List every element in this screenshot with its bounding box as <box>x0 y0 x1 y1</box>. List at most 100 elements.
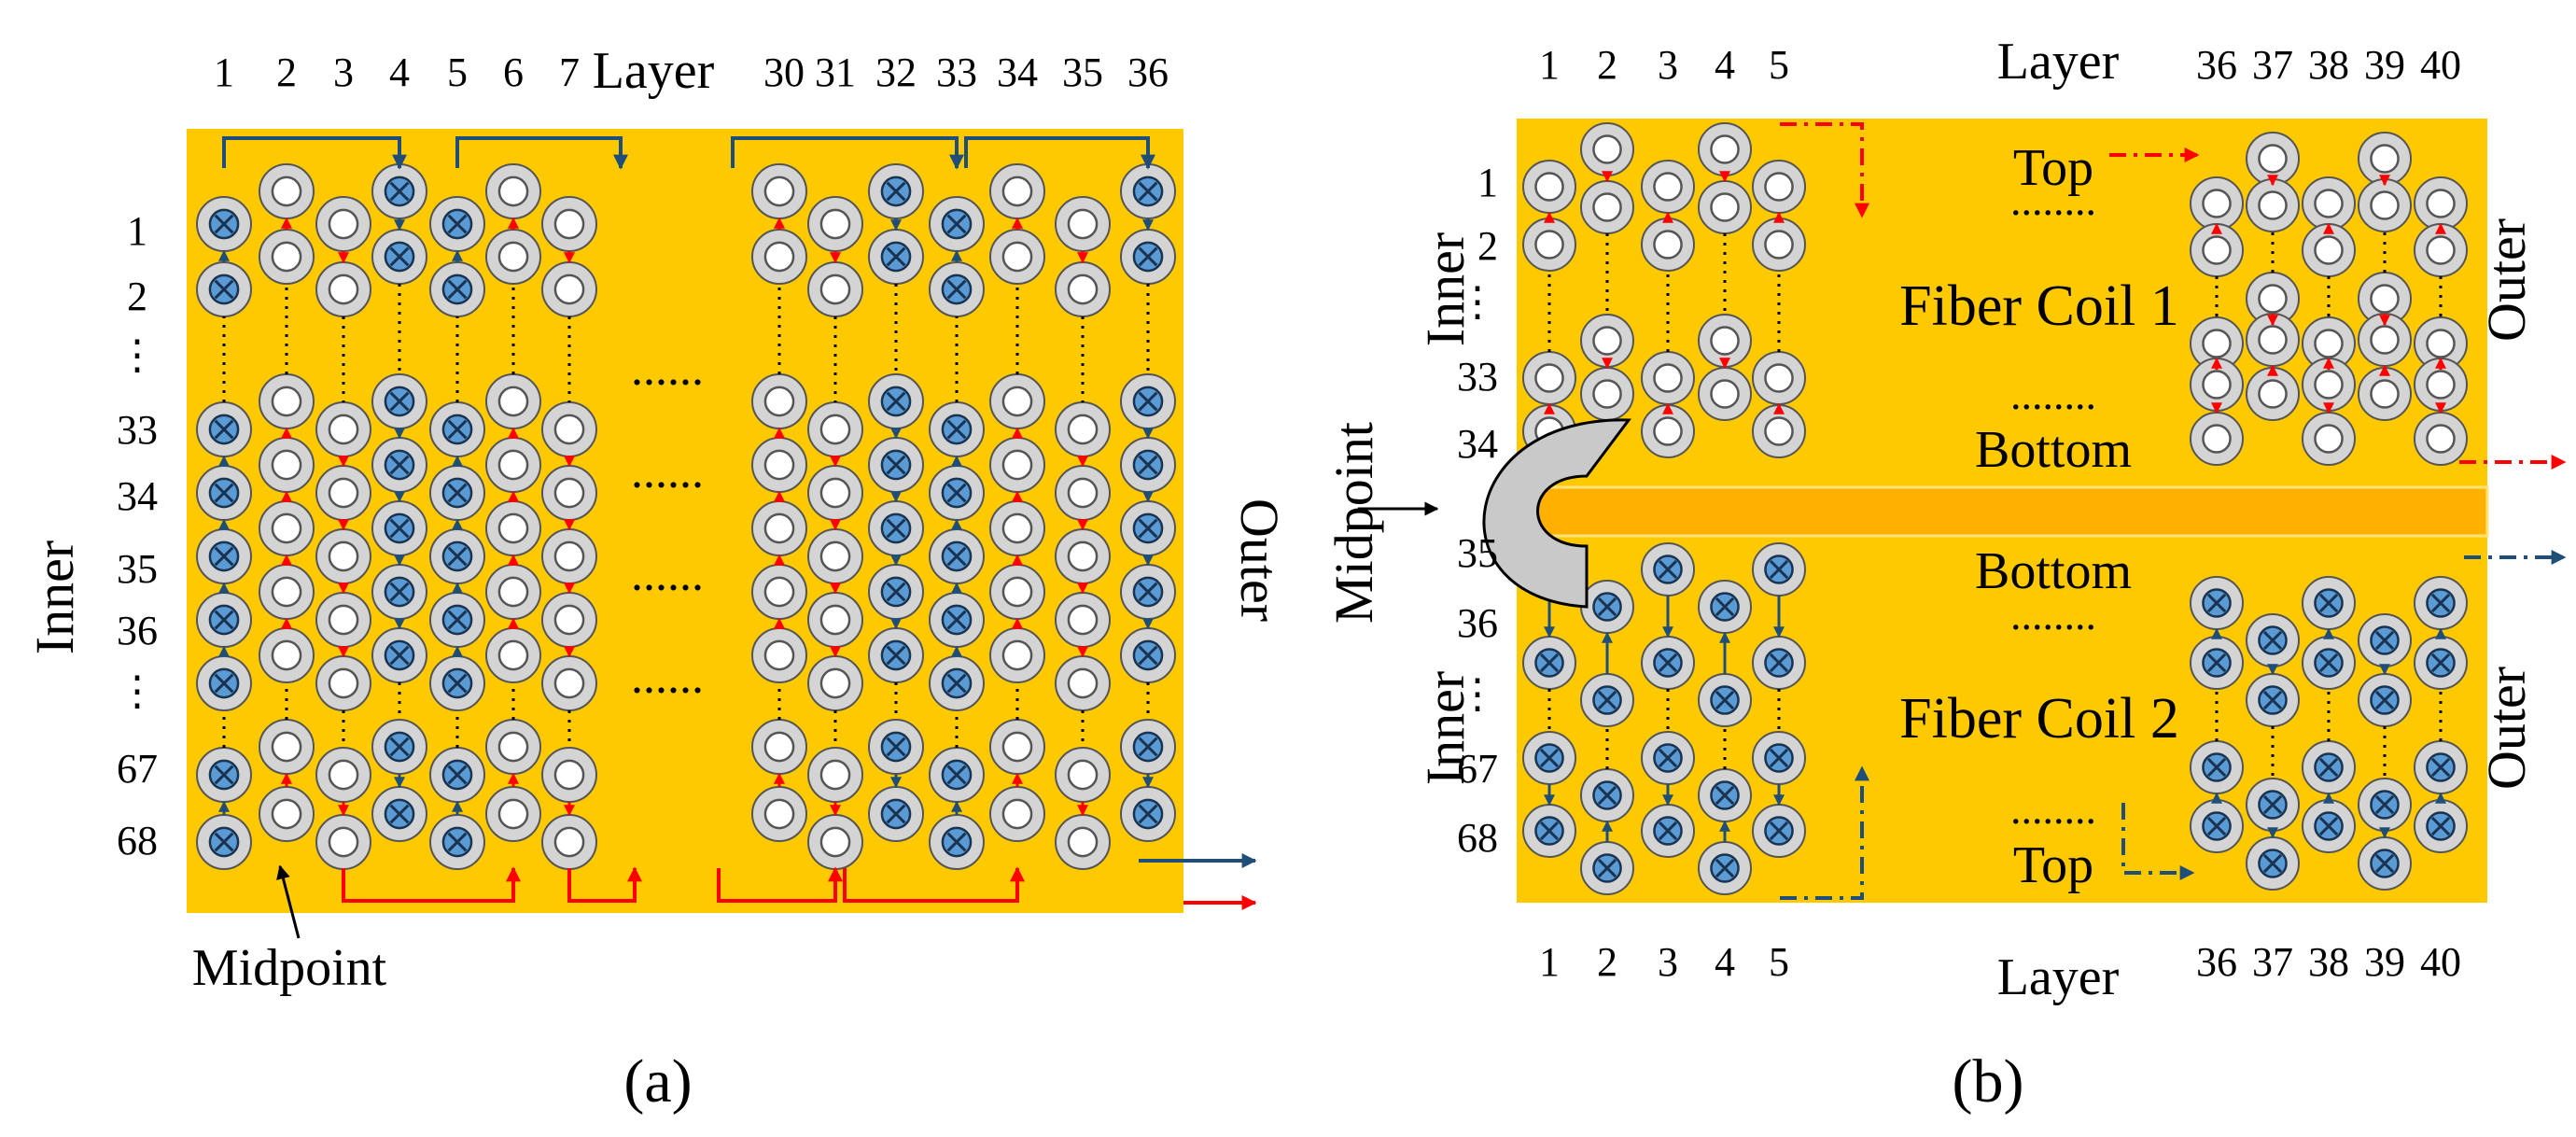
fiber-empty <box>485 373 541 429</box>
fiber-cross <box>868 627 924 683</box>
row-label: 1 <box>127 208 147 254</box>
fiber-empty <box>751 719 807 775</box>
fiber-cross <box>371 500 427 556</box>
fiber-cross <box>1120 786 1176 842</box>
panel-b-coil2-bottom: Bottom <box>1975 542 2132 600</box>
fiber-cross <box>371 786 427 842</box>
row-label: 33 <box>1457 354 1498 400</box>
fiber-cross <box>868 564 924 620</box>
fiber-empty <box>485 437 541 493</box>
fiber-empty <box>751 500 807 556</box>
fiber-empty <box>2302 358 2356 412</box>
fiber-empty <box>541 747 597 803</box>
panel-b-winding-paths <box>1544 171 2446 842</box>
fiber-cross <box>196 401 252 457</box>
fiber-empty <box>1055 747 1111 803</box>
fiber-empty <box>1580 180 1634 234</box>
fiber-empty <box>315 261 371 317</box>
panel-b-coil1-bottom: Bottom <box>1975 421 2132 479</box>
panel-a-ellipsis: ...... <box>631 343 704 396</box>
fiber-empty <box>315 814 371 870</box>
panel-b-blue-transition <box>2121 803 2195 880</box>
row-label: ⋮ <box>117 332 158 378</box>
fiber-empty <box>485 627 541 683</box>
fiber-empty <box>2246 178 2300 232</box>
fiber-cross <box>2358 836 2412 891</box>
fiber-empty <box>807 655 863 711</box>
fiber-cross <box>1752 804 1806 858</box>
fiber-cross <box>929 814 985 870</box>
fiber-cross <box>2358 673 2412 727</box>
fiber-cross <box>1120 373 1176 429</box>
fiber-empty <box>2246 367 2300 421</box>
fiber-cross <box>929 528 985 584</box>
fiber-cross <box>371 229 427 285</box>
fiber-empty <box>2190 358 2244 412</box>
row-label: 68 <box>1457 815 1498 861</box>
fiber-cross <box>868 373 924 429</box>
fiber-cross <box>429 655 485 711</box>
fiber-cross <box>2246 613 2300 667</box>
layer-number: 34 <box>997 49 1038 95</box>
fiber-cross <box>371 437 427 493</box>
row-label: 67 <box>1457 746 1498 792</box>
fiber-empty <box>751 373 807 429</box>
fiber-empty <box>2414 412 2468 466</box>
fiber-cross <box>1580 768 1634 822</box>
fiber-empty <box>989 500 1045 556</box>
fiber-cross <box>2302 740 2356 794</box>
fiber-cross <box>1120 719 1176 775</box>
panel-b-coil2-name: Fiber Coil 2 <box>1899 687 2179 751</box>
fiber-cross <box>2414 799 2468 853</box>
fiber-cross <box>1698 768 1752 822</box>
layer-number: 4 <box>389 49 410 95</box>
fiber-cross <box>2358 613 2412 667</box>
fiber-empty <box>1698 367 1752 421</box>
fiber-cross <box>929 655 985 711</box>
fiber-empty <box>1055 196 1111 252</box>
fiber-cross <box>196 465 252 521</box>
fiber-empty <box>259 786 315 842</box>
fiber-cross <box>196 592 252 648</box>
layer-number: 33 <box>936 49 977 95</box>
row-label: 68 <box>117 818 158 863</box>
fiber-empty <box>541 261 597 317</box>
fiber-empty <box>989 786 1045 842</box>
panel-b-coil-separator <box>1515 485 2489 538</box>
fiber-empty <box>807 528 863 584</box>
fiber-empty <box>807 592 863 648</box>
panel-b-layer-label-bottom: Layer <box>1997 948 2120 1006</box>
row-label: 1 <box>1477 160 1498 205</box>
row-label: 2 <box>1477 223 1498 269</box>
fiber-cross <box>1580 841 1634 895</box>
panel-b-inner-label-bottom: Inner <box>1415 671 1476 785</box>
fiber-cross <box>429 465 485 521</box>
row-label: 36 <box>117 608 158 653</box>
panel-b-midpoint-cap <box>1482 418 1631 609</box>
fiber-empty <box>1698 180 1752 234</box>
panel-b-inner-label-top: Inner <box>1415 232 1476 346</box>
fiber-empty <box>1752 351 1806 405</box>
fiber-empty <box>1055 814 1111 870</box>
panel-b-ellipsis: ........ <box>2010 591 2096 639</box>
fiber-empty <box>751 437 807 493</box>
layer-number: 40 <box>2420 939 2461 985</box>
fiber-empty <box>2246 272 2300 326</box>
fiber-empty <box>2302 176 2356 231</box>
panel-a-inner-label: Inner <box>24 540 85 654</box>
fiber-cross <box>1522 804 1576 858</box>
layer-number: 3 <box>333 49 354 95</box>
panel-a-midpoint-label: Midpoint <box>192 939 387 997</box>
fiber-cross <box>2414 740 2468 794</box>
fiber-empty <box>2414 176 2468 231</box>
layer-number: 40 <box>2420 42 2461 88</box>
layer-number: 1 <box>214 49 234 95</box>
fiber-empty <box>989 229 1045 285</box>
panel-b-red-transition <box>1780 122 1869 218</box>
fiber-cross <box>929 261 985 317</box>
fiber-empty <box>541 592 597 648</box>
fiber-empty <box>259 564 315 620</box>
